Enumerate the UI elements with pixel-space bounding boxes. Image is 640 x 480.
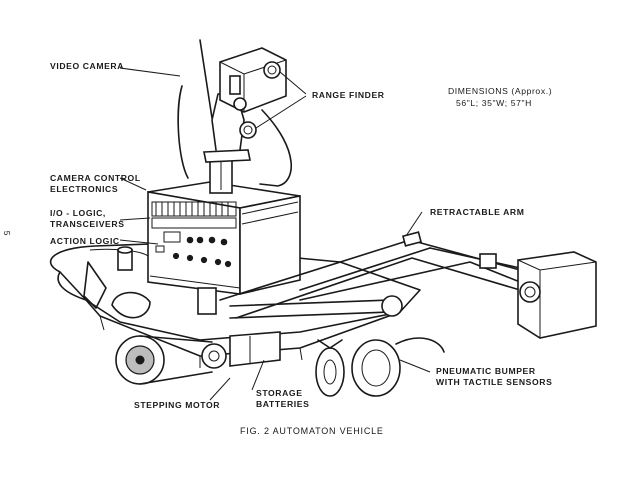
electronics-cabinet (147, 181, 301, 296)
leader-lines (119, 67, 431, 401)
stepping-motor (115, 335, 227, 385)
label-io-logic-1: I/O - LOGIC, (50, 208, 106, 218)
label-dimensions-title: DIMENSIONS (Approx.) (448, 86, 553, 96)
label-pneumatic-bumper-1: PNEUMATIC BUMPER (436, 366, 536, 376)
gripper-box (517, 251, 597, 339)
label-stepping-motor: STEPPING MOTOR (134, 400, 221, 410)
range-finder (233, 97, 257, 139)
page-number: 5 (2, 230, 13, 237)
camera-cable (177, 85, 293, 187)
label-retractable-arm: RETRACTABLE ARM (430, 207, 525, 217)
video-camera-body (219, 47, 287, 113)
label-io-logic-2: TRANSCEIVERS (50, 219, 125, 229)
label-action-logic: ACTION LOGIC (50, 236, 120, 246)
label-dimensions-values: 56"L; 35"W; 57"H (456, 98, 532, 108)
caster-wheel (315, 339, 345, 397)
label-range-finder: RANGE FINDER (312, 90, 385, 100)
rear-housing (83, 246, 151, 319)
label-camera-control-1: CAMERA CONTROL (50, 173, 141, 183)
drive-belt (197, 287, 403, 319)
storage-batteries (229, 331, 281, 367)
label-storage-1: STORAGE (256, 388, 303, 398)
label-pneumatic-bumper-2: WITH TACTILE SENSORS (436, 377, 553, 387)
label-video-camera: VIDEO CAMERA (50, 61, 125, 71)
figure-caption: FIG. 2 AUTOMATON VEHICLE (240, 426, 384, 436)
label-camera-control-2: ELECTRONICS (50, 184, 119, 194)
label-storage-2: BATTERIES (256, 399, 310, 409)
pneumatic-bumper (351, 337, 445, 397)
